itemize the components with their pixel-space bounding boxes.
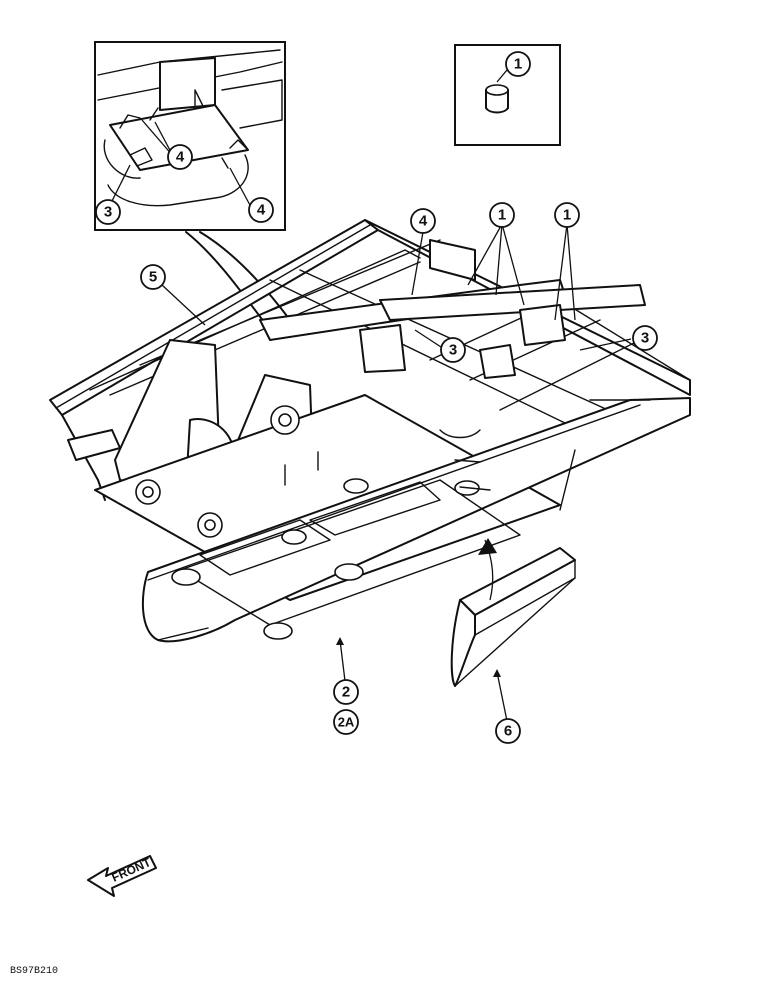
callout-1-b: 1 <box>554 202 580 228</box>
callout-label: 4 <box>176 149 185 166</box>
callout-label: 2 <box>342 684 350 701</box>
leader-lines <box>109 63 632 722</box>
callout-1-inset: 1 <box>505 51 531 77</box>
callout-label: 6 <box>504 723 512 740</box>
callout-label: 5 <box>149 269 157 286</box>
drawing-code: BS97B210 <box>10 966 58 977</box>
front-label: FRONT <box>110 855 154 885</box>
callout-3-left: 3 <box>95 199 121 225</box>
cover-part-6 <box>450 547 576 687</box>
callout-4-top: 4 <box>410 208 436 234</box>
callout-label: 3 <box>449 342 457 359</box>
callout-label: 1 <box>498 207 506 224</box>
callout-4-inset-mid: 4 <box>167 144 193 170</box>
callout-label: 1 <box>563 207 571 224</box>
front-direction-arrow: FRONT <box>87 855 157 897</box>
callout-label: 3 <box>641 330 649 347</box>
callout-4-inset-right: 4 <box>248 197 274 223</box>
callout-2a: 2A <box>333 709 359 735</box>
callout-label: 4 <box>419 213 428 230</box>
callout-1-a: 1 <box>489 202 515 228</box>
callout-label: 3 <box>104 204 112 221</box>
callout-3-mid: 3 <box>440 337 466 363</box>
callout-3-right: 3 <box>632 325 658 351</box>
callout-label: 1 <box>514 56 522 73</box>
callout-5: 5 <box>140 264 166 290</box>
callout-6: 6 <box>495 718 521 744</box>
callout-2: 2 <box>333 679 359 705</box>
direction-arrow <box>478 538 497 601</box>
callout-label: 4 <box>257 202 266 219</box>
callout-label: 2A <box>338 715 355 730</box>
upper-frame-assembly <box>49 219 691 643</box>
